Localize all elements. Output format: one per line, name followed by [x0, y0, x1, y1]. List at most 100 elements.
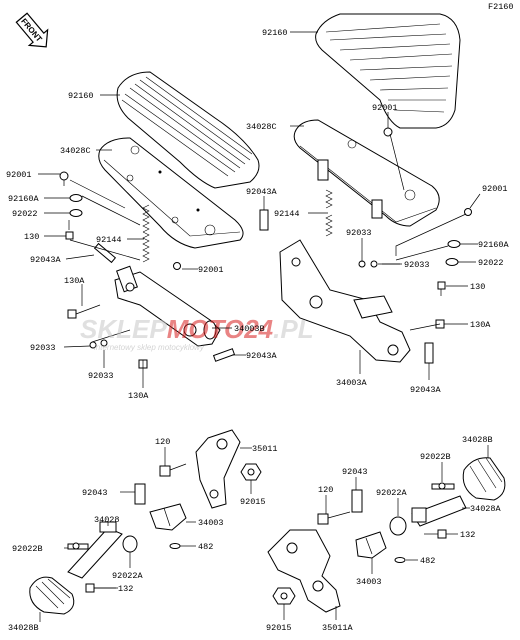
pin-92022b-a	[67, 542, 89, 550]
washer-92160a-right	[447, 240, 461, 248]
label-92160-left: 92160	[68, 91, 94, 101]
label-482-b: 482	[420, 556, 435, 566]
label-34028a: 34028A	[470, 504, 502, 514]
label-92043a-right-b: 92043A	[410, 385, 442, 395]
label-92015-b: 92015	[266, 623, 292, 633]
bolt-92001-left	[59, 171, 69, 186]
label-92033-right-a: 92033	[346, 228, 372, 238]
bracket-34003b	[114, 265, 221, 347]
label-92001-right-a: 92001	[372, 103, 398, 113]
clip-92033-right	[358, 260, 378, 268]
footpeg-arm-34028	[67, 521, 123, 579]
nut-92015-a	[240, 463, 262, 481]
label-130a-right: 130A	[470, 320, 491, 330]
nut-92015-b	[272, 587, 296, 605]
label-34028c-right: 34028C	[246, 122, 277, 132]
label-92015-a: 92015	[240, 497, 266, 507]
label-92144-left: 92144	[96, 235, 122, 245]
label-34003-b: 34003	[356, 577, 382, 587]
label-92001-left-b: 92001	[198, 265, 224, 275]
spring-right	[325, 189, 333, 237]
watermark-tagline: internetowy sklep motocyklowy	[94, 343, 205, 352]
label-34028b-b: 34028B	[462, 435, 493, 445]
label-482-a: 482	[198, 542, 213, 552]
watermark-brand-d: .PL	[273, 314, 313, 344]
bolt-130-right	[437, 281, 446, 296]
front-arrow-icon: FRONT	[15, 12, 49, 48]
label-130a-left-b: 130A	[128, 391, 149, 401]
label-92043a-left-b: 92043A	[246, 351, 278, 361]
floorboard-plate-left	[98, 137, 244, 249]
washer-92022-left	[69, 209, 83, 217]
pin-92043a-left	[93, 242, 117, 264]
watermark-logo: SKLEPMOTO24.PL internetowy sklep motocyk…	[80, 314, 314, 352]
label-92022b-b: 92022B	[420, 452, 451, 462]
label-92022a-a: 92022A	[112, 571, 144, 581]
label-120-b: 120	[318, 485, 333, 495]
svg-text:SKLEPMOTO24.PL: SKLEPMOTO24.PL	[80, 314, 314, 344]
watermark-brand-a: SKLEP	[80, 314, 167, 344]
label-132-a: 132	[118, 584, 133, 594]
label-92033-left-a: 92033	[30, 343, 56, 353]
label-34028: 34028	[94, 515, 120, 525]
label-34028b-a: 34028B	[8, 623, 39, 633]
label-120-a: 120	[155, 437, 170, 447]
pin-92043-b	[351, 489, 363, 513]
label-92043-a: 92043	[82, 488, 108, 498]
label-92022-left: 92022	[12, 209, 38, 219]
label-92160-right: 92160	[262, 28, 288, 38]
pin-92043-a	[134, 483, 146, 505]
floorboard-mat-left	[116, 71, 260, 189]
label-34003-a: 34003	[198, 518, 224, 528]
washer-92022a-b	[389, 516, 407, 536]
watermark-brand-c: 24	[243, 314, 273, 344]
clip-482-a	[169, 543, 181, 549]
label-92043-b: 92043	[342, 467, 368, 477]
watermark-brand-b: MOTO	[167, 314, 245, 344]
label-92160a-left: 92160A	[8, 194, 40, 204]
clevis-34003-a	[149, 503, 187, 531]
bolt-130-left	[65, 220, 74, 240]
bolt-92001-right	[383, 127, 393, 137]
bolt-92001-left-b	[173, 262, 181, 270]
label-34003a: 34003A	[336, 378, 368, 388]
washer-92022-right	[445, 258, 459, 266]
label-130-left: 130	[24, 232, 39, 242]
pin-92043a-right-lower	[424, 342, 434, 364]
label-35011a: 35011A	[322, 623, 354, 633]
bolt-130a-lower	[138, 359, 148, 388]
footpeg-rubber-34028b-b	[462, 457, 506, 501]
label-130a-left-a: 130A	[64, 276, 85, 286]
label-92022b-a: 92022B	[12, 544, 43, 554]
floorboard-plate-right	[293, 119, 440, 227]
label-34003b: 34003B	[234, 324, 265, 334]
bolt-92001-right-b	[464, 208, 472, 216]
clevis-34003-b	[355, 531, 387, 559]
bolt-132-b	[424, 529, 447, 539]
washer-92022a-a	[122, 535, 138, 553]
bracket-34003a	[279, 239, 411, 363]
label-35011: 35011	[252, 444, 278, 454]
leader-lines	[38, 31, 489, 622]
pin-92022b-b	[431, 482, 455, 490]
label-92022-right: 92022	[478, 258, 504, 268]
label-92033-left-b: 92033	[88, 371, 114, 381]
bracket-35011	[195, 429, 241, 509]
label-130-right: 130	[470, 282, 485, 292]
bolt-120-b	[317, 511, 351, 525]
label-34028c-left: 34028C	[60, 146, 91, 156]
label-92001-right-b: 92001	[482, 184, 508, 194]
floorboard-mat-right	[315, 13, 461, 129]
bolt-130a-left	[67, 304, 101, 319]
figure-code: F2160	[488, 2, 514, 12]
label-92160a-right: 92160A	[478, 240, 510, 250]
washer-92160a-left	[69, 194, 83, 202]
footpeg-arm-34028a	[411, 495, 467, 527]
label-92043a-left-a: 92043A	[30, 255, 62, 265]
label-92001-left-a: 92001	[6, 170, 32, 180]
spring-left	[142, 204, 150, 263]
pin-92043a-right	[259, 209, 269, 231]
label-92144-right: 92144	[274, 209, 300, 219]
label-92033-right-b: 92033	[404, 260, 430, 270]
bracket-35011a	[267, 529, 341, 613]
